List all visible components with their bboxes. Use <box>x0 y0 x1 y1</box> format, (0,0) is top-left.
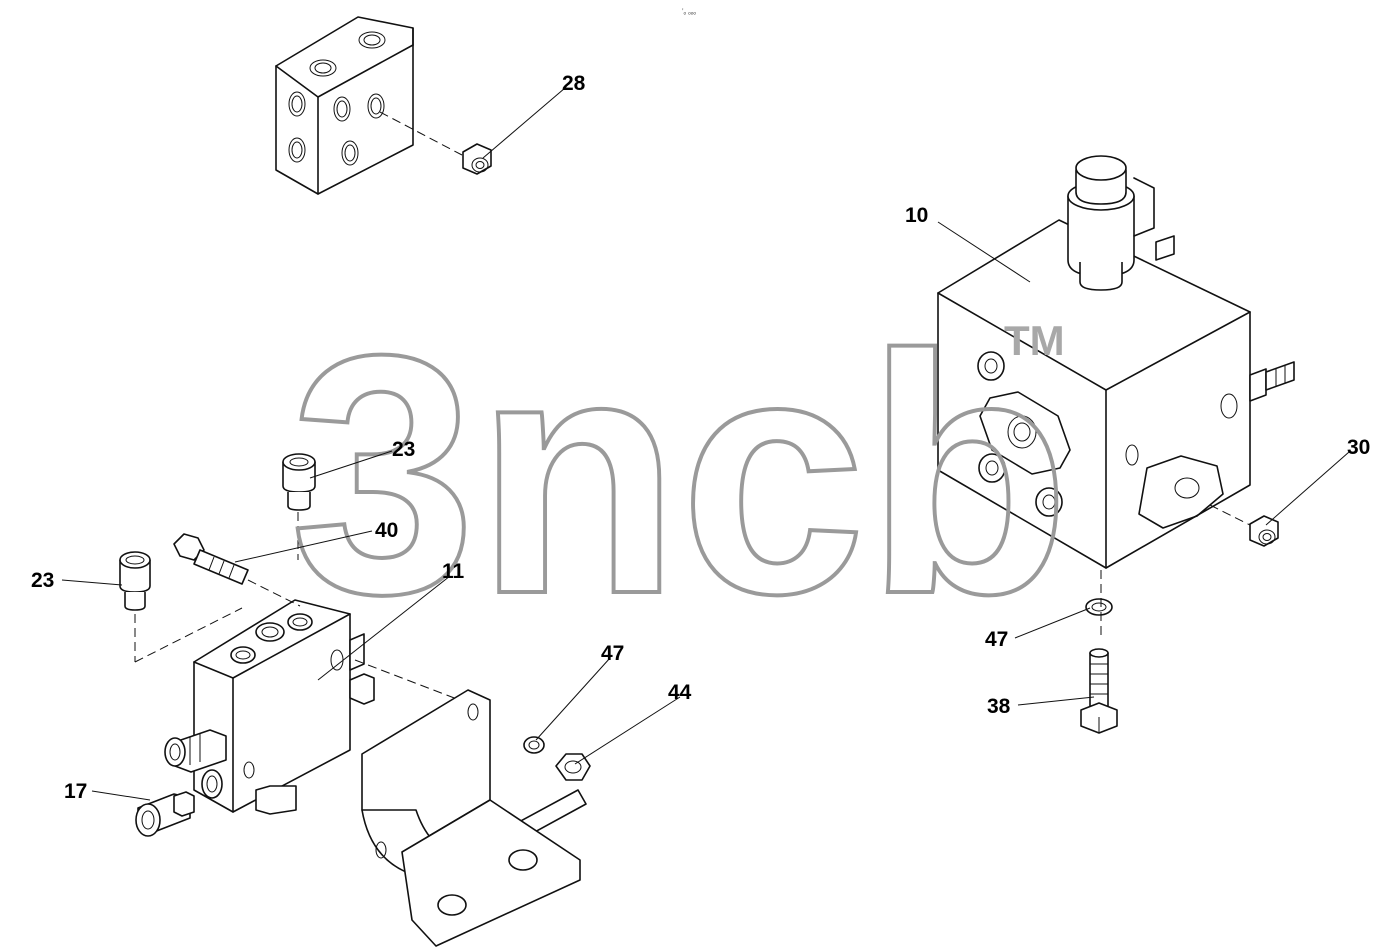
fitting-17 <box>135 769 223 837</box>
plug-28 <box>462 143 492 175</box>
valve-block-11 <box>193 599 375 815</box>
washer-47-left <box>523 736 545 754</box>
callout-11: 11 <box>442 560 465 583</box>
callout-30: 30 <box>1347 436 1370 459</box>
callout-23-upper: 23 <box>392 438 415 461</box>
callout-40: 40 <box>375 519 398 542</box>
leader-lines <box>61 87 1350 801</box>
watermark-tm: TM <box>1004 317 1065 364</box>
callout-17: 17 <box>64 780 87 803</box>
callout-38: 38 <box>987 695 1011 718</box>
plug-30 <box>1249 515 1279 547</box>
fitting-23-lower <box>119 551 151 611</box>
callout-28: 28 <box>562 72 586 95</box>
mounting-bracket <box>361 689 587 947</box>
bolt-40 <box>173 533 249 585</box>
bolt-38 <box>1080 648 1118 734</box>
callout-10: 10 <box>905 204 928 227</box>
callout-44: 44 <box>668 681 692 704</box>
callout-47-right: 47 <box>985 628 1008 651</box>
valve-block-10 <box>937 155 1295 569</box>
fitting-23-upper <box>282 453 316 511</box>
watermark: 3ncb TM <box>288 283 1072 667</box>
manifold-block-top <box>275 16 414 195</box>
callout-23-lower: 23 <box>31 569 54 592</box>
port-fitting-11 <box>164 729 227 773</box>
callout-47-left: 47 <box>601 642 624 665</box>
watermark-text: 3ncb <box>290 285 1070 665</box>
header-mark: ʼₒ ₒₒₒ <box>682 8 696 16</box>
nut-44 <box>555 753 591 781</box>
washer-47-right <box>1085 598 1113 616</box>
